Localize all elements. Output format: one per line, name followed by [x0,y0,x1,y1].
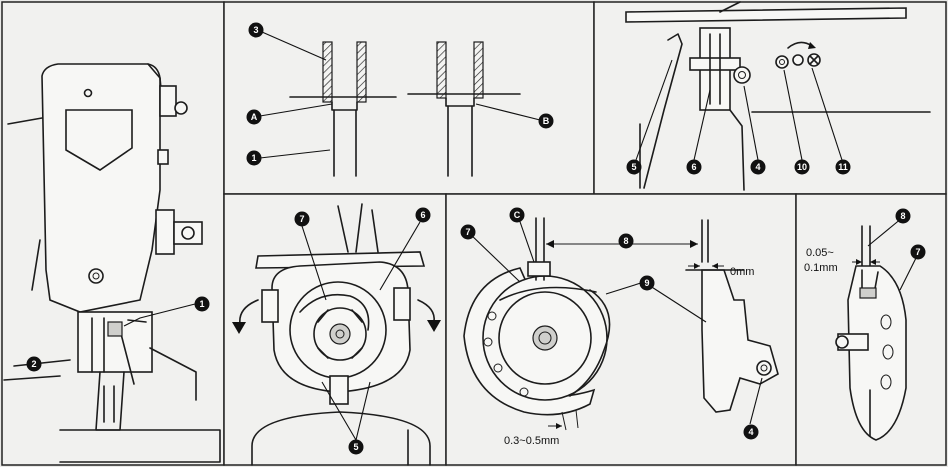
svg-text:C: C [514,210,521,220]
clearance-top-label: 0.05~ [806,247,834,259]
svg-text:1: 1 [199,299,204,309]
badge-5b: 5 [348,439,364,455]
svg-text:7: 7 [299,214,304,224]
svg-text:8: 8 [900,211,905,221]
svg-text:5: 5 [353,442,358,452]
svg-text:A: A [251,112,258,122]
panel-hook-side [795,193,947,466]
label-badges: 1 2 3 A 1 B 5 6 4 10 11 7 6 5 7 C 8 9 4 … [26,22,926,455]
svg-text:4: 4 [748,427,753,437]
badge-7a: 7 [294,211,310,227]
svg-text:9: 9 [644,278,649,288]
badge-1b: 1 [246,150,262,166]
svg-text:6: 6 [691,162,696,172]
panel-needle-clearance [223,1,595,195]
svg-text:7: 7 [915,247,920,257]
panel-hook-gap [445,193,797,466]
svg-text:3: 3 [253,25,258,35]
badge-10: 10 [794,159,810,175]
badge-4b: 4 [743,424,759,440]
svg-text:B: B [543,116,550,126]
gap-range-label: 0.3~0.5mm [504,435,559,447]
badge-5a: 5 [626,159,642,175]
badge-4a: 4 [750,159,766,175]
svg-text:7: 7 [465,227,470,237]
svg-text:10: 10 [797,162,807,172]
badge-8b: 8 [895,208,911,224]
badge-11: 11 [835,159,851,175]
panel-hook-front [223,193,447,466]
badge-6b: 6 [415,207,431,223]
badge-7c: 7 [910,244,926,260]
badge-8a: 8 [618,233,634,249]
clearance-bottom-label: 0.1mm [804,262,838,274]
panel-machine-head [1,1,225,466]
panel-hook-bracket [593,1,947,195]
badge-C: C [509,207,525,223]
svg-text:5: 5 [631,162,636,172]
badge-6a: 6 [686,159,702,175]
svg-text:2: 2 [31,359,36,369]
badge-2: 2 [26,356,42,372]
svg-text:6: 6 [420,210,425,220]
zero-mm-label: 0mm [730,266,754,278]
badge-9: 9 [639,275,655,291]
svg-text:4: 4 [755,162,760,172]
badge-A: A [246,109,262,125]
badge-B: B [538,113,554,129]
badge-1: 1 [194,296,210,312]
badge-7b: 7 [460,224,476,240]
dimension-labels: 0mm 0.3~0.5mm 0.05~ 0.1mm [504,247,838,447]
svg-text:8: 8 [623,236,628,246]
badge-3: 3 [248,22,264,38]
svg-text:11: 11 [838,162,848,172]
svg-text:1: 1 [251,153,256,163]
